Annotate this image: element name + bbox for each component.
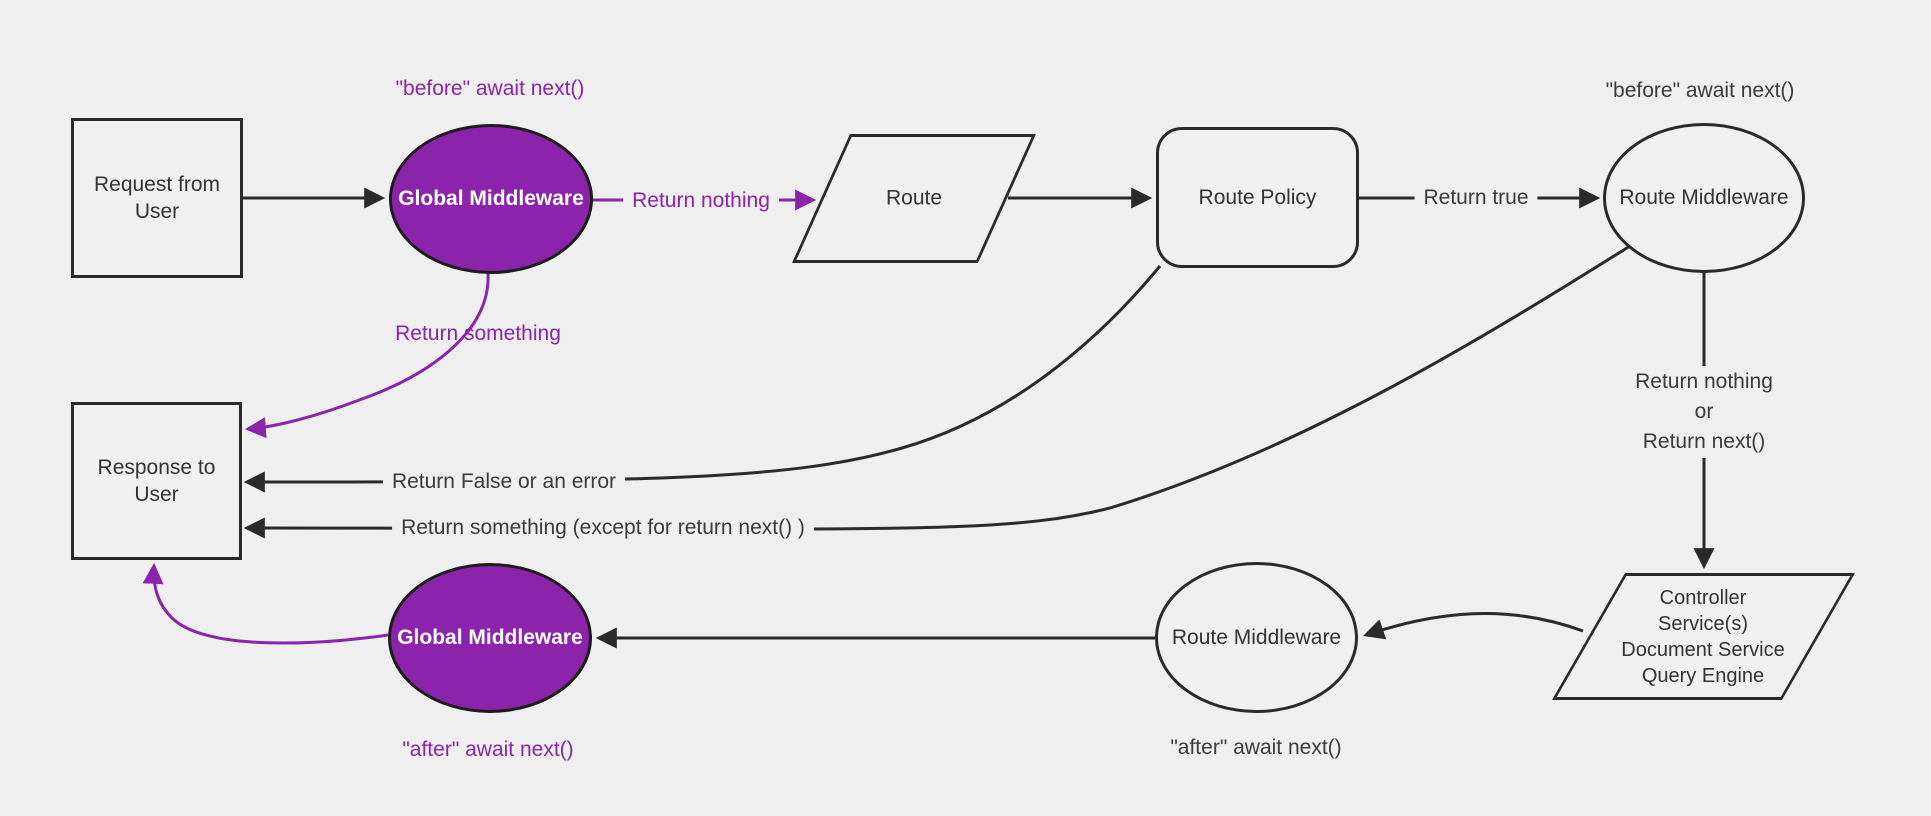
label-return-true: Return true (1414, 182, 1538, 214)
node-route-policy: Route Policy (1156, 127, 1359, 268)
node-response-to-user: Response to User (71, 402, 242, 560)
node-global-middleware-bottom: Global Middleware (388, 563, 592, 713)
node-label: Route Middleware (1171, 625, 1342, 649)
node-label: Response to User (97, 455, 216, 506)
edge-global-mw-bottom-to-response (142, 562, 389, 645)
node-route-label: Route (885, 186, 943, 210)
node-label: Request from User (93, 172, 221, 223)
label-before-await-next-global: "before" await next() (395, 77, 585, 100)
label-return-something: Return something (395, 322, 561, 345)
label-return-something-except: Return something (except for return next… (392, 512, 814, 544)
edge-global-mw-return-something (244, 272, 490, 439)
node-label: Route Policy (1198, 185, 1317, 209)
node-route-middleware-bottom: Route Middleware (1155, 562, 1358, 713)
label-after-await-next-global: "after" await next() (402, 738, 574, 761)
label-before-await-next-route-mw: "before" await next() (1605, 79, 1795, 102)
node-controller-label: Controller Service(s) Document Service Q… (1621, 587, 1785, 687)
node-request-from-user: Request from User (71, 118, 243, 278)
node-label: Global Middleware (398, 187, 584, 211)
edge-route-policy-return-false (243, 265, 1162, 493)
label-after-await-next-route-mw: "after" await next() (1170, 736, 1342, 759)
node-route-middleware-top: Route Middleware (1603, 123, 1805, 273)
label-return-nothing-or-next: Return nothing or Return next() (1626, 366, 1782, 458)
node-global-middleware-top: Global Middleware (389, 124, 593, 274)
edge-controller-to-route-mw-bottom (1363, 612, 1584, 640)
label-return-nothing: Return nothing (623, 185, 779, 217)
label-return-false-or-error: Return False or an error (382, 466, 626, 498)
node-label: Global Middleware (397, 626, 583, 650)
node-label: Route Middleware (1619, 186, 1789, 210)
